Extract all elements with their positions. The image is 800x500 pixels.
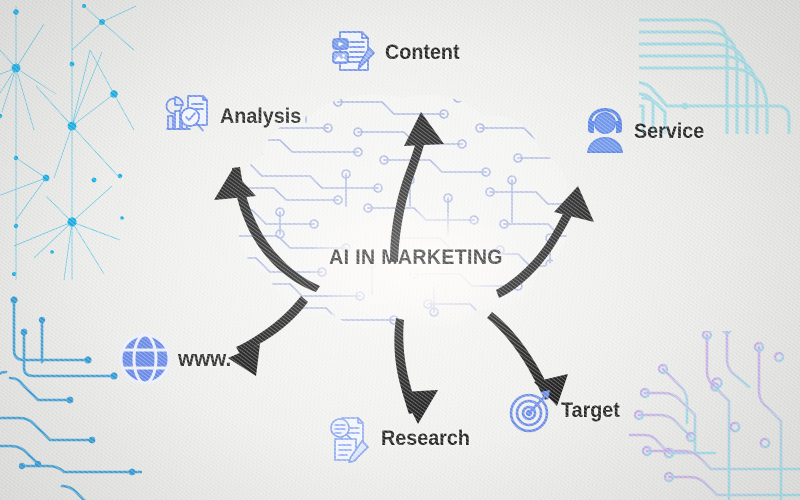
node-label-www: www. [178,346,232,371]
node-label-analysis: Analysis [220,105,302,128]
circuit-traces-gradient-graphic [629,331,800,500]
globe-web-icon [119,333,171,385]
target-bullseye-dart-icon [509,390,550,433]
node-www[interactable]: www. [119,333,235,385]
node-research[interactable]: Research [326,415,476,463]
customer-service-headset-agent-icon [587,108,623,153]
content-document-video-image-pencil-icon [332,31,375,71]
analysis-chart-document-magnifier-icon [165,95,208,132]
node-service[interactable]: Service [583,108,709,156]
node-target[interactable]: Target [508,388,624,434]
network-nodes-graphic [0,0,137,280]
node-content[interactable]: Content [328,28,464,78]
node-analysis[interactable]: Analysis [163,92,306,142]
center-title: AI IN MARKETING [329,246,503,269]
node-label-research: Research [381,427,470,450]
research-document-magnifier-pencil-icon [330,417,369,463]
node-label-service: Service [634,120,705,143]
node-label-target: Target [561,399,620,422]
node-label-content: Content [385,41,460,64]
